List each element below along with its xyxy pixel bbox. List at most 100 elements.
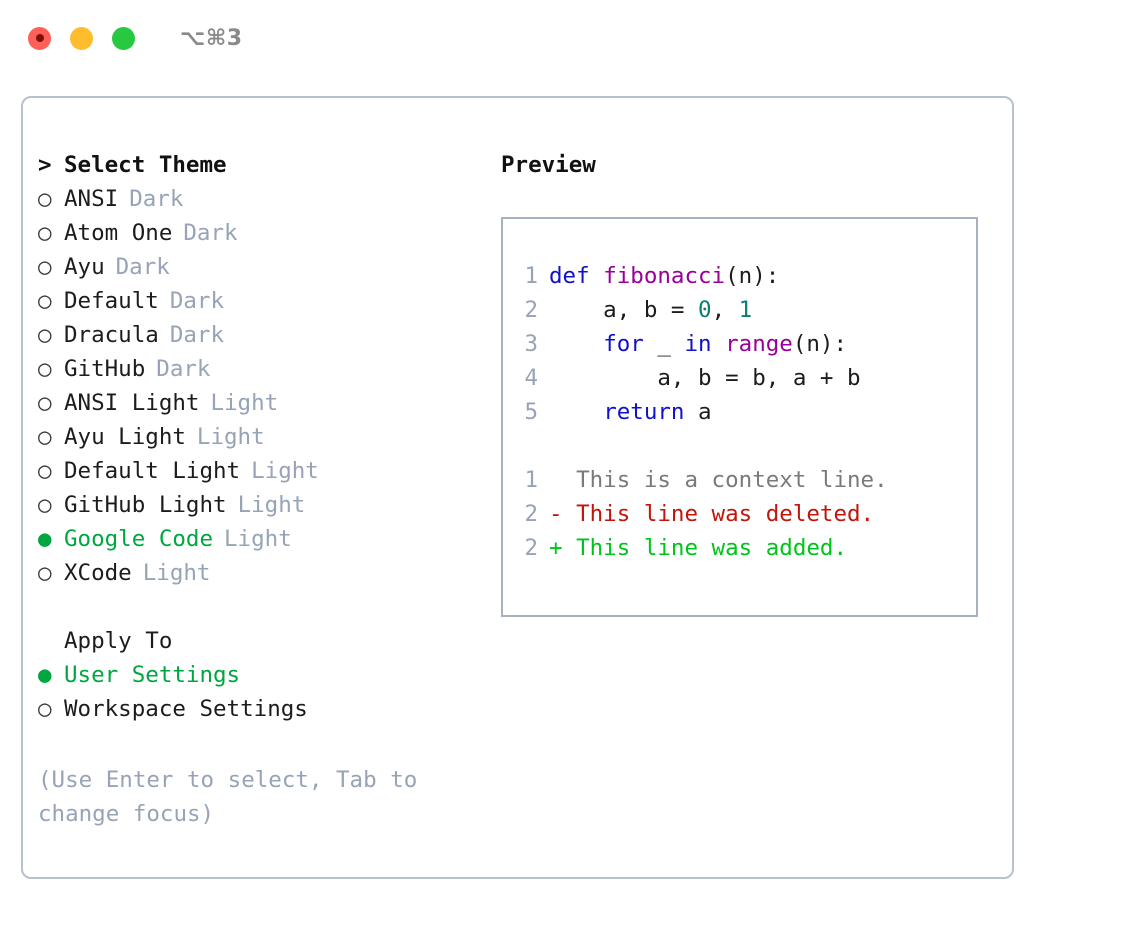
theme-variant-tag: Dark [156, 356, 211, 382]
theme-variant-tag: Light [251, 458, 319, 484]
theme-name-label: Ayu Light [64, 424, 186, 450]
diff-sample: 1 This is a context line.2- This line wa… [503, 463, 976, 565]
code-line: 5 return a [503, 395, 976, 429]
radio-unselected-icon: ○ [38, 696, 52, 722]
radio-unselected-icon: ○ [38, 254, 52, 280]
preview-title: Preview [501, 152, 596, 178]
minimize-button[interactable] [70, 26, 93, 50]
code-diff-gap [503, 429, 976, 463]
code-line: 2 a, b = 0, 1 [503, 293, 976, 327]
diff-line-text-add: + This line was added. [549, 535, 848, 561]
theme-variant-tag: Light [210, 390, 279, 416]
radio-unselected-icon: ○ [38, 322, 52, 348]
theme-name-label: Ayu [64, 254, 105, 280]
diff-line: 2 + This line was added. [503, 531, 976, 565]
radio-unselected-icon: ○ [38, 390, 52, 416]
keyboard-shortcut-label: ⌥⌘3 [180, 25, 243, 51]
apply-to-heading-label: Apply To [64, 628, 173, 654]
code-token-plain: a [684, 399, 712, 425]
diff-line-text-del: - This line was deleted. [549, 501, 875, 527]
line-number: 4 [524, 365, 538, 391]
diff-line-text-ctx: This is a context line. [549, 467, 888, 493]
code-line-text: a, b = b, a + b [549, 361, 860, 395]
select-theme-heading-label: Select Theme [64, 152, 227, 178]
window-controls [28, 26, 135, 50]
code-line-text: for _ in range(n): [549, 327, 847, 361]
theme-name-label: Atom One [64, 220, 173, 246]
theme-variant-tag: Light [237, 492, 306, 518]
line-number: 5 [524, 399, 538, 425]
theme-list-item[interactable]: ○ Dracula Dark [38, 318, 468, 352]
code-token-plain: , [711, 297, 739, 323]
radio-unselected-icon: ○ [38, 356, 52, 382]
theme-list-item[interactable]: ○ Default Light Light [38, 454, 468, 488]
title-bar: ⌥⌘3 [0, 0, 1140, 76]
code-token-fn: fibonacci [603, 263, 726, 289]
theme-list-item[interactable]: ○ GitHub Light Light [38, 488, 468, 522]
radio-unselected-icon: ○ [38, 288, 52, 314]
code-line-text: def fibonacci(n): [549, 259, 779, 293]
line-number: 3 [524, 331, 538, 357]
code-line-text: a, b = 0, 1 [549, 293, 752, 327]
theme-name-label: GitHub Light [64, 492, 227, 518]
code-token-plain [549, 399, 603, 425]
theme-name-label: Default Light [64, 458, 241, 484]
code-token-num: 0 [698, 297, 712, 323]
code-token-fn: range [725, 331, 793, 357]
theme-variant-tag: Dark [183, 220, 238, 246]
code-token-plain: a, b = [549, 297, 699, 323]
theme-variant-tag: Light [224, 526, 292, 552]
theme-variant-tag: Light [142, 560, 211, 586]
apply-to-item[interactable]: ● User Settings [38, 658, 468, 692]
theme-name-label: Dracula [64, 322, 159, 348]
line-number: 1 [524, 263, 538, 289]
close-icon [35, 34, 44, 42]
theme-name-label: Default [64, 288, 159, 314]
line-number: 1 [524, 467, 538, 493]
line-number: 2 [524, 535, 538, 561]
code-line: 3 for _ in range(n): [503, 327, 976, 361]
radio-unselected-icon: ○ [38, 458, 52, 484]
apply-to-list: ● User Settings ○ Workspace Settings [38, 658, 468, 726]
apply-to-label: User Settings [64, 662, 241, 688]
code-token-plain: (n): [725, 263, 780, 289]
code-line-text: return a [549, 395, 712, 429]
maximize-button[interactable] [112, 26, 135, 50]
code-token-plain: _ [643, 331, 685, 357]
radio-unselected-icon: ○ [38, 492, 52, 518]
code-token-plain: (n): [792, 331, 848, 357]
apply-to-heading: Apply To [38, 624, 468, 658]
code-line: 4 a, b = b, a + b [503, 361, 976, 395]
radio-unselected-icon: ○ [38, 186, 52, 212]
line-number: 2 [524, 297, 538, 323]
radio-unselected-icon: ○ [38, 424, 52, 450]
diff-line: 1 This is a context line. [503, 463, 976, 497]
apply-to-item[interactable]: ○ Workspace Settings [38, 692, 468, 726]
theme-name-label: ANSI [64, 186, 119, 212]
code-line: 1 def fibonacci(n): [503, 259, 976, 293]
close-button[interactable] [28, 26, 51, 50]
diff-line: 2- This line was deleted. [503, 497, 976, 531]
theme-variant-tag: Dark [115, 254, 170, 280]
theme-variant-tag: Dark [169, 322, 225, 348]
apply-to-label: Workspace Settings [64, 696, 308, 722]
theme-list-item[interactable]: ○ Ayu Dark [38, 250, 468, 284]
keyboard-hint-text: (Use Enter to select, Tab to change focu… [38, 767, 418, 827]
radio-selected-icon: ● [38, 662, 52, 688]
theme-variant-tag: Dark [129, 186, 184, 212]
radio-unselected-icon: ○ [38, 560, 52, 586]
theme-list-item[interactable]: ○ ANSI Dark [38, 182, 468, 216]
